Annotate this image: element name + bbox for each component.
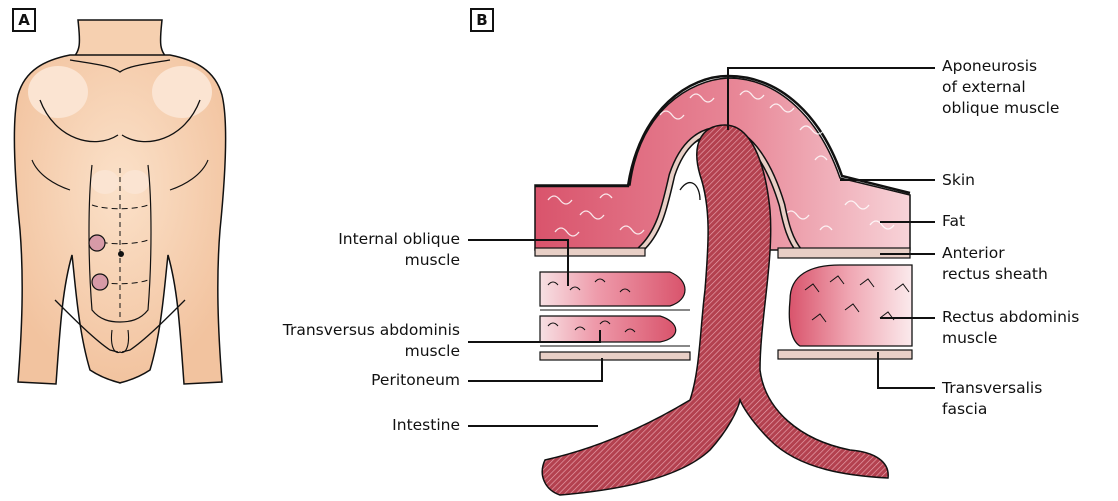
cross-section [535,76,912,495]
label-peritoneum: Peritoneum [300,370,460,391]
label-anterior-rectus-sheath: Anterior rectus sheath [942,243,1048,285]
torso-figure [14,20,225,384]
label-rectus-abdominis: Rectus abdominis muscle [942,307,1079,349]
label-intestine: Intestine [300,415,460,436]
label-aponeurosis: Aponeurosis of external oblique muscle [942,56,1059,119]
label-transversalis-fascia: Transversalis fascia [942,378,1042,420]
label-fat: Fat [942,211,965,232]
label-internal-oblique: Internal oblique muscle [280,229,460,271]
label-skin: Skin [942,170,975,191]
label-transversus-abdominis: Transversus abdominis muscle [220,320,460,362]
